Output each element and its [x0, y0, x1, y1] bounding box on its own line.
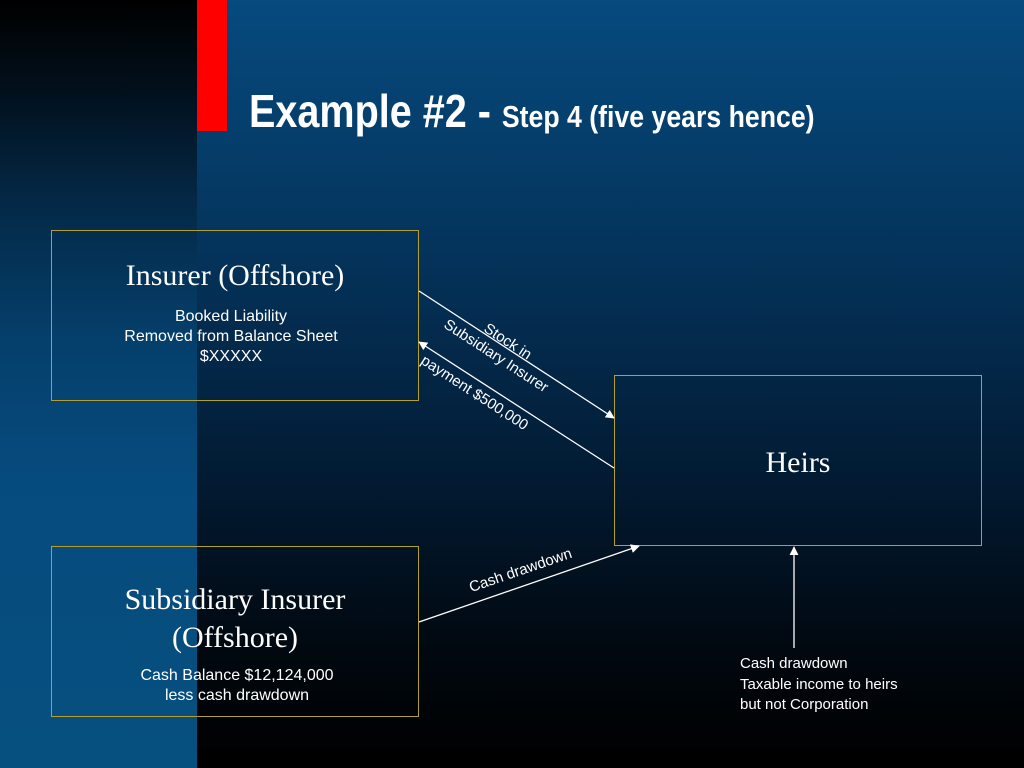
- insurer-line-amount: $XXXXX: [199, 348, 263, 365]
- subsidiary-heading-line-1: Subsidiary Insurer: [124, 583, 346, 616]
- bottom-strip: [197, 748, 1024, 768]
- note-line-taxable: Taxable income to heirs: [740, 675, 898, 693]
- cash-drawdown-arrow: [418, 544, 640, 623]
- title-main: Example #2 -: [249, 85, 502, 137]
- accent-bar: [197, 0, 227, 131]
- insurer-line-booked-liability: Booked Liability: [174, 308, 288, 325]
- heirs-heading: Heirs: [765, 446, 831, 479]
- slide-title: Example #2 - Step 4 (five years hence): [249, 84, 815, 138]
- subsidiary-heading-line-2: (Offshore): [171, 621, 299, 654]
- title-sub: Step 4 (five years hence): [501, 99, 815, 134]
- note-line-cash-drawdown: Cash drawdown: [740, 655, 848, 672]
- subsidiary-line-cash-balance: Cash Balance $12,124,000: [140, 667, 334, 684]
- heirs-box: Heirs: [614, 375, 982, 546]
- stock-arrow: [418, 290, 615, 419]
- insurer-details: Booked Liability Removed from Balance Sh…: [44, 307, 418, 367]
- note-line-corporation: but not Corporation: [740, 696, 869, 713]
- payment-arrow: [418, 341, 615, 469]
- left-band: [0, 0, 197, 768]
- subsidiary-line-less-drawdown: less cash drawdown: [164, 687, 310, 704]
- subsidiary-heading: Subsidiary Insurer (Offshore): [52, 581, 418, 657]
- subsidiary-insurer-box: Subsidiary Insurer (Offshore) Cash Balan…: [51, 546, 419, 717]
- insurer-box: Insurer (Offshore) Booked Liability Remo…: [51, 230, 419, 401]
- subsidiary-details: Cash Balance $12,124,000 less cash drawd…: [56, 666, 418, 706]
- heirs-income-note: Cash drawdown Taxable income to heirs bu…: [740, 654, 898, 716]
- insurer-heading: Insurer (Offshore): [125, 259, 345, 292]
- insurer-line-removed: Removed from Balance Sheet: [124, 328, 338, 345]
